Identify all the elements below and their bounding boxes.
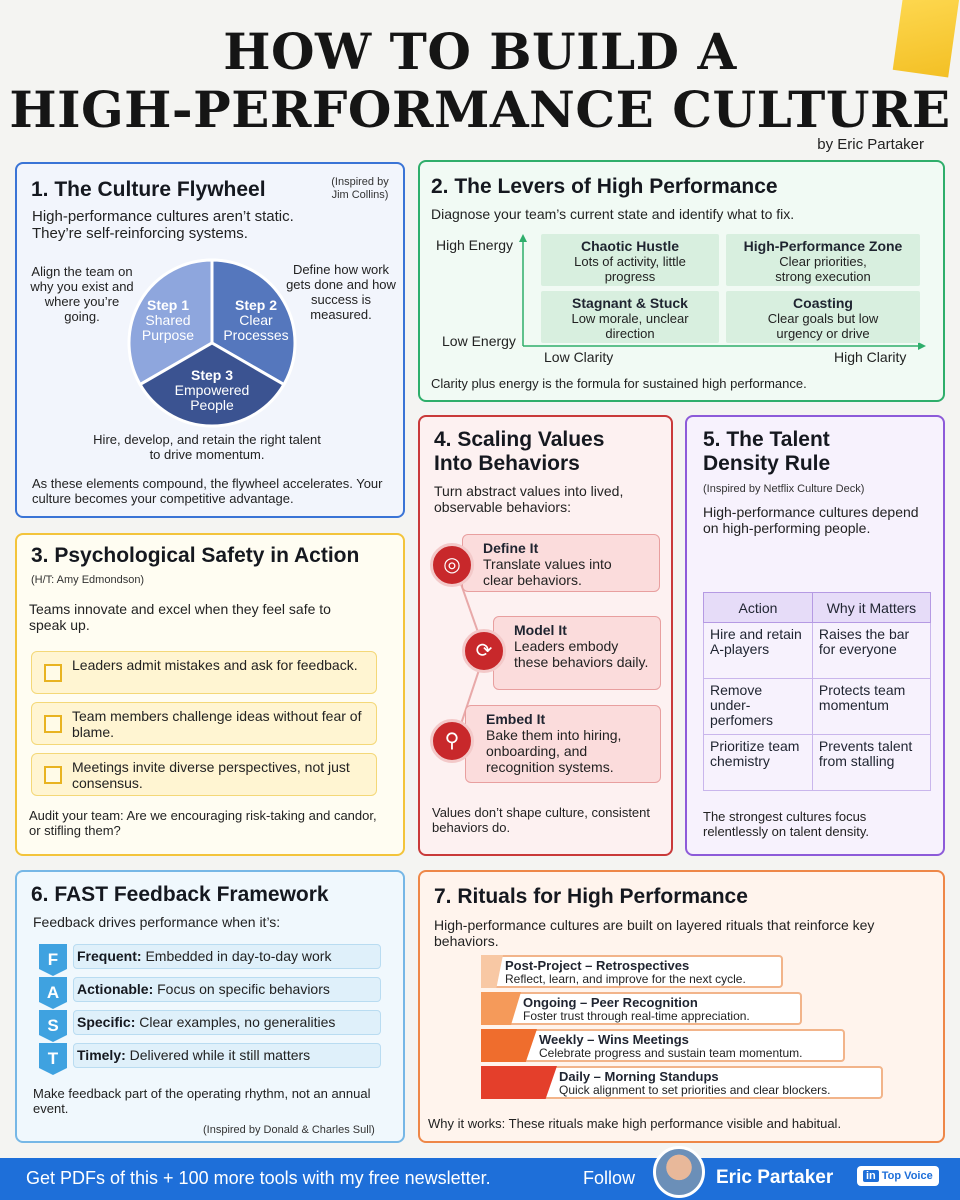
talent-table: Action Why it Matters Hire and retain A-… (703, 592, 932, 791)
panel-title-line2: Density Rule (703, 452, 831, 475)
letter-a: A (39, 977, 67, 1009)
page-title-line2: HIGH-PERFORMANCE CULTURE (9, 80, 951, 139)
panel-scaling-values: 4. Scaling Values Into Behaviors Turn ab… (418, 415, 673, 856)
step-model: Model It Leaders embody these behaviors … (493, 616, 661, 690)
ritual-color-block (481, 955, 503, 988)
author-name[interactable]: Eric Partaker (716, 1167, 834, 1188)
table-row: Prioritize team chemistry Prevents talen… (703, 734, 932, 791)
newsletter-link[interactable]: Get PDFs of this + 100 more tools with m… (26, 1168, 491, 1188)
fast-row-specific: Specific: Clear examples, no generalitie… (73, 1010, 381, 1035)
intro-text: High-performance cultures are built on l… (434, 917, 875, 949)
inspired-note: (Inspired by Jim Collins) (331, 176, 389, 201)
ritual-retrospectives: Post-Project – Retrospectives Reflect, l… (481, 955, 783, 988)
table-header-why: Why it Matters (811, 592, 932, 623)
table-row: Remove under-perfomers Protects team mom… (703, 678, 932, 735)
people-note: Hire, develop, and retain the right tale… (93, 432, 321, 462)
page-title-line1: HOW TO BUILD A (223, 22, 737, 81)
checkbox-icon (44, 766, 62, 784)
quadrant-chaotic-hustle: Chaotic Hustle Lots of activity, little … (541, 234, 719, 286)
checklist-item: Meetings invite diverse perspectives, no… (31, 753, 377, 796)
panel-title: 1. The Culture Flywheel (31, 178, 266, 201)
panel-culture-flywheel: 1. The Culture Flywheel (Inspired by Jim… (15, 162, 405, 518)
checkbox-icon (44, 715, 62, 733)
checkbox-icon (44, 664, 62, 682)
panel-title: 7. Rituals for High Performance (434, 885, 748, 908)
y-low-label: Low Energy (442, 333, 516, 349)
letter-s: S (39, 1010, 67, 1042)
ritual-color-block (481, 1029, 537, 1062)
ritual-peer-recognition: Ongoing – Peer Recognition Foster trust … (481, 992, 802, 1025)
table-row: Hire and retain A-players Raises the bar… (703, 622, 932, 679)
fast-row-timely: Timely: Delivered while it still matters (73, 1043, 381, 1068)
matrix-axes (519, 234, 926, 350)
pie-slice-step3 (138, 341, 286, 428)
checklist-item: Team members challenge ideas without fea… (31, 702, 377, 745)
ritual-morning-standups: Daily – Morning Standups Quick alignment… (481, 1066, 883, 1099)
avatar (653, 1146, 705, 1198)
ritual-wins-meetings: Weekly – Wins Meetings Celebrate progres… (481, 1029, 845, 1062)
panel-footer: Why it works: These rituals make high pe… (428, 1116, 842, 1131)
credit-note: (H/T: Amy Edmondson) (31, 574, 145, 586)
panel-title: 6. FAST Feedback Framework (31, 883, 329, 906)
refresh-icon: ⟳ (462, 629, 506, 673)
intro-text: Diagnose your team’s current state and i… (431, 206, 795, 222)
step-define: Define It Translate values into clear be… (462, 534, 660, 592)
panel-footer: Values don’t shape culture, consistent b… (432, 805, 651, 835)
credit-note: (Inspired by Donald & Charles Sull) (203, 1124, 375, 1136)
panel-rituals: 7. Rituals for High Performance High-per… (418, 870, 945, 1143)
byline: by Eric Partaker (817, 136, 924, 153)
ritual-color-block (481, 992, 521, 1025)
panel-footer: Make feedback part of the operating rhyt… (33, 1086, 371, 1116)
follow-label: Follow (583, 1168, 636, 1188)
panel-footer: As these elements compound, the flywheel… (32, 476, 383, 506)
panel-title: 2. The Levers of High Performance (431, 175, 778, 198)
y-high-label: High Energy (436, 237, 514, 253)
letter-f: F (39, 944, 67, 976)
x-low-label: Low Clarity (544, 349, 614, 365)
step-embed: Embed It Bake them into hiring, onboardi… (465, 705, 661, 783)
intro-text: High-performance cultures aren’t static.… (32, 208, 294, 242)
panel-title-line1: 4. Scaling Values (434, 428, 605, 451)
panel-footer: The strongest cultures focus relentlessl… (703, 809, 869, 839)
panel-footer: Audit your team: Are we encouraging risk… (29, 808, 377, 838)
checklist-item: Leaders admit mistakes and ask for feedb… (31, 651, 377, 694)
inspired-note: (Inspired by Netflix Culture Deck) (703, 483, 865, 495)
panel-levers: 2. The Levers of High Performance Diagno… (418, 160, 945, 402)
ritual-color-block (481, 1066, 557, 1099)
intro-text: Feedback drives performance when it’s: (33, 914, 281, 930)
panel-footer: Clarity plus energy is the formula for s… (431, 376, 807, 391)
panel-psych-safety: 3. Psychological Safety in Action (H/T: … (15, 533, 405, 856)
fast-row-frequent: Frequent: Embedded in day-to-day work (73, 944, 381, 969)
intro-text: Teams innovate and excel when they feel … (29, 601, 331, 633)
fast-letter-bar: F A S T (39, 944, 67, 1075)
panel-fast-feedback: 6. FAST Feedback Framework Feedback driv… (15, 870, 405, 1143)
pie-svg (127, 258, 297, 428)
table-header-action: Action (703, 592, 813, 623)
panel-title: 3. Psychological Safety in Action (31, 544, 360, 567)
panel-title-line1: 5. The Talent (703, 428, 830, 451)
fast-row-actionable: Actionable: Focus on specific behaviors (73, 977, 381, 1002)
intro-text: Turn abstract values into lived, observa… (434, 483, 624, 515)
panel-talent-density: 5. The Talent Density Rule (Inspired by … (685, 415, 945, 856)
quadrant-stagnant-stuck: Stagnant & Stuck Low morale, unclear dir… (541, 291, 719, 343)
letter-t: T (39, 1043, 67, 1075)
target-icon: ◎ (430, 543, 474, 587)
process-note: Define how work gets done and how succes… (286, 262, 396, 322)
quadrant-high-performance-zone: High-Performance Zone Clear priorities, … (726, 234, 920, 286)
search-person-icon: ⚲ (430, 719, 474, 763)
purpose-note: Align the team on why you exist and wher… (30, 264, 134, 324)
panel-title-line2: Into Behaviors (434, 452, 580, 475)
footer-banner: Get PDFs of this + 100 more tools with m… (0, 1146, 960, 1200)
x-high-label: High Clarity (834, 349, 907, 365)
intro-text: High-performance cultures depend on high… (703, 504, 919, 536)
quadrant-coasting: Coasting Clear goals but low urgency or … (726, 291, 920, 343)
linkedin-icon: in (863, 1170, 879, 1182)
